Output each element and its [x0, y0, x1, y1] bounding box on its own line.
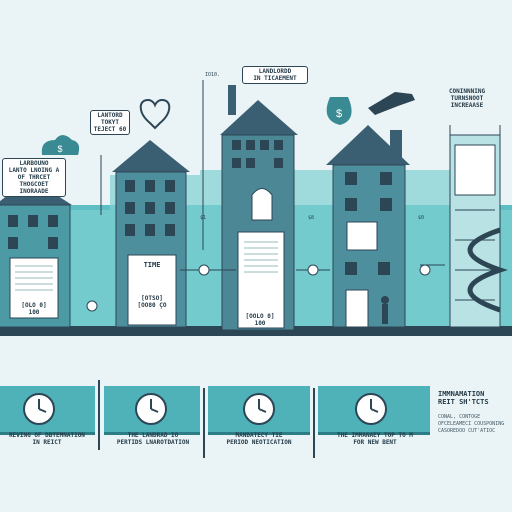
- landlord-callout: LANDLORDD IN TICAEMENT: [242, 66, 308, 84]
- step-caption-3: MANDATECY TIE PERIOD NEOTICATION: [226, 432, 292, 446]
- coin-icon: [419, 264, 431, 276]
- street: [0, 326, 512, 336]
- clock-icon: [355, 393, 387, 425]
- document-2-text: [OTSO] [OO80 ÇO: [137, 295, 167, 309]
- coin-icon: [198, 264, 210, 276]
- hand-icon: [368, 92, 415, 115]
- price-tag-2: $8: [308, 215, 315, 221]
- step-panel-2: [104, 386, 200, 435]
- step-caption-4: THE IMMANAEY TOP TO M FOR NEW BENT: [337, 432, 413, 446]
- step-caption-2: THE LANDRAD IO PERTIDS LNAROTDATION: [116, 432, 190, 446]
- right-panel-body: CONAL, CONTOGE OFCELEAMECI COUSPONING CA…: [438, 414, 505, 434]
- right-callout: CONINNNING TURNSNOOT INCREAASE: [448, 88, 486, 109]
- house-landlord: [220, 85, 298, 331]
- step-caption-1: REVING OF DBTEMNATION IN REICT: [9, 432, 85, 446]
- heart-icon: [139, 98, 171, 130]
- dollar-bag-icon: $: [326, 97, 352, 125]
- coin-icon: [86, 300, 98, 312]
- price-tag-1: $1: [200, 215, 207, 221]
- step-panel-4: [318, 386, 430, 435]
- coin-icon: [307, 264, 319, 276]
- house-right: [326, 125, 410, 328]
- svg-text:$: $: [336, 108, 342, 120]
- document-3-text: [OOLO 0] 100: [245, 313, 275, 327]
- time-document-label: TIME: [143, 261, 161, 269]
- cloud-dollar-icon: $: [41, 135, 80, 155]
- top-marker-label: IO10.: [205, 72, 221, 78]
- clock-icon: [243, 393, 275, 425]
- step-panel-3: [208, 386, 310, 435]
- rent-increase-illustration: $ $: [0, 80, 512, 336]
- clock-icon: [23, 393, 55, 425]
- clock-icon: [135, 393, 167, 425]
- right-panel-heading: IMMNAMATION REIT SH'TCTS: [438, 390, 489, 406]
- document-1-text: [OLO 0] 100: [21, 302, 47, 316]
- right-info-panel: IMMNAMATION REIT SH'TCTS CONAL, CONTOGE …: [438, 390, 510, 435]
- price-tag-3: $0: [418, 215, 425, 221]
- svg-text:$: $: [57, 144, 62, 154]
- left-callout: LARBOUNO LANTO LNOING A OF THRCET THOGCO…: [2, 158, 66, 197]
- tenant-callout: LANTORD TOKYT TEJECT 60: [90, 110, 130, 135]
- step-divider: [98, 380, 100, 450]
- step-divider: [203, 388, 205, 458]
- step-divider: [313, 388, 315, 458]
- house-tenant: [112, 140, 190, 328]
- tower: [449, 125, 508, 328]
- step-panel-1: [0, 386, 95, 435]
